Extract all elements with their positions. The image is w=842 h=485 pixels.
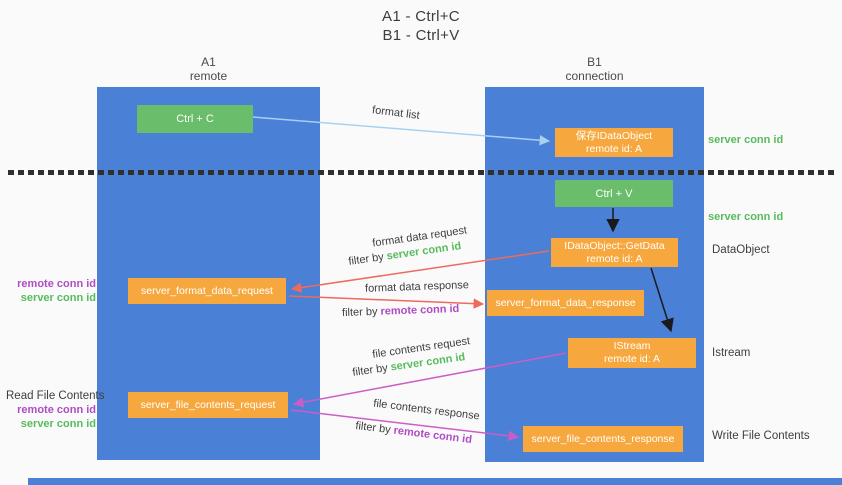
lane-a1-title: A1 (201, 55, 216, 69)
side-label-istream: Istream (712, 347, 751, 359)
left-label-remote-conn-id-1: remote conn id (17, 278, 96, 290)
node-ctrl-c-label: Ctrl + C (176, 113, 214, 125)
side-label-server-conn-id-1: server conn id (708, 134, 784, 146)
format-list-arrow (252, 116, 551, 146)
node-idataobject-getdata-line2: remote id: A (586, 252, 643, 265)
diagram-title: A1 - Ctrl+C B1 - Ctrl+V (0, 7, 842, 45)
left-label-remote-conn-id-2: remote conn id (17, 404, 96, 416)
dotted-separator (8, 170, 836, 175)
format-data-request-arrow (290, 250, 550, 293)
file-contents-response-arrow (290, 409, 520, 442)
title-line-2: B1 - Ctrl+V (382, 27, 460, 44)
file-contents-request-arrow (292, 352, 567, 408)
left-label-server-conn-id-1: server conn id (20, 292, 96, 304)
node-ctrl-v: Ctrl + V (555, 180, 673, 207)
format-data-response-arrow (288, 295, 485, 309)
node-server-format-data-request: server_format_data_request (128, 278, 286, 304)
node-ctrl-c: Ctrl + C (137, 105, 253, 133)
side-label-write-file-contents: Write File Contents (712, 430, 810, 442)
left-label-read-file-contents: Read File Contents (6, 390, 105, 402)
lane-a1-subtitle: remote (189, 69, 228, 83)
node-server-file-contents-request-label: server_file_contents_request (140, 398, 276, 411)
node-istream-line1: IStream (613, 340, 651, 352)
node-server-format-data-request-label: server_format_data_request (141, 284, 273, 297)
node-save-idataobject-line1: 保存IDataObject (575, 129, 653, 142)
node-server-format-data-response-label: server_format_data_response (495, 296, 636, 309)
lane-header-a1: A1 remote (97, 55, 320, 83)
lane-header-b1: B1 connection (485, 55, 704, 83)
lane-b1-subtitle: connection (565, 69, 624, 83)
left-labels-file-request: Read File Contents remote conn id server… (6, 389, 105, 431)
node-server-file-contents-request: server_file_contents_request (128, 392, 288, 418)
node-ctrl-v-label: Ctrl + V (595, 187, 633, 200)
node-save-idataobject-line2: remote id: A (585, 142, 643, 155)
node-idataobject-getdata-line1: IDataObject::GetData (564, 239, 665, 252)
filter-by-text: filter by (341, 305, 378, 320)
bottom-blue-bar (28, 478, 842, 485)
side-label-dataobject: DataObject (712, 244, 770, 256)
node-save-idataobject: 保存IDataObject remote id: A (555, 128, 673, 157)
title-line-1: A1 - Ctrl+C (382, 8, 460, 25)
node-server-file-contents-response-label: server_file_contents_response (531, 432, 675, 445)
side-label-server-conn-id-2: server conn id (708, 211, 784, 223)
node-idataobject-getdata: IDataObject::GetData remote id: A (551, 238, 678, 267)
node-server-format-data-response: server_format_data_response (487, 290, 644, 316)
getdata-to-istream-arrow (650, 267, 674, 333)
node-istream-line2: remote id: A (603, 353, 661, 365)
lane-b1-title: B1 (587, 55, 602, 69)
left-label-server-conn-id-2: server conn id (20, 418, 96, 430)
node-server-file-contents-response: server_file_contents_response (523, 426, 683, 452)
left-labels-format-request: remote conn id server conn id (6, 277, 96, 305)
node-istream: IStream remote id: A (568, 338, 696, 368)
